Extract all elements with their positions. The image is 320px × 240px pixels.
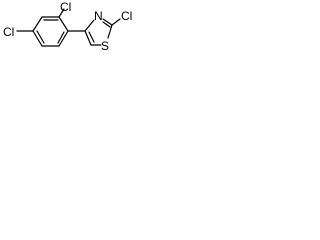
- bond-benzene-c3-c4: [32, 16, 43, 32]
- thiazole-ring: [84, 18, 113, 46]
- bond-thiazole-double-n3-c2: [102, 21, 111, 28]
- bond-thiazole-c4-n3: [84, 19, 95, 32]
- atom-cl-ortho: Cl: [60, 0, 71, 14]
- bond-thiazole-to-cl: [111, 18, 121, 26]
- atom-sulfur: S: [101, 39, 109, 53]
- bond-thiazole-c5-c4: [84, 30, 92, 46]
- bond-benzene-double-2: [36, 30, 45, 44]
- bond-benzene-c4-c5: [32, 30, 43, 47]
- atom-cl-para: Cl: [3, 25, 14, 39]
- bond-benzene-double-3: [57, 31, 65, 44]
- bond-ring-to-cl-ortho: [58, 8, 65, 18]
- bond-benzene-c6-c1: [58, 30, 69, 47]
- atom-cl-thiazole: Cl: [121, 9, 132, 23]
- bond-thiazole-c2-s1: [107, 24, 113, 39]
- bond-benzene-c1-c2: [58, 16, 69, 32]
- bond-thiazole-n3-c2: [102, 18, 113, 26]
- atom-nitrogen: N: [94, 9, 103, 23]
- benzene-ring: [32, 16, 69, 47]
- chemical-structure-diagram: Cl Cl N Cl S: [3, 0, 132, 53]
- bond-thiazole-double-c5-c4: [88, 31, 95, 43]
